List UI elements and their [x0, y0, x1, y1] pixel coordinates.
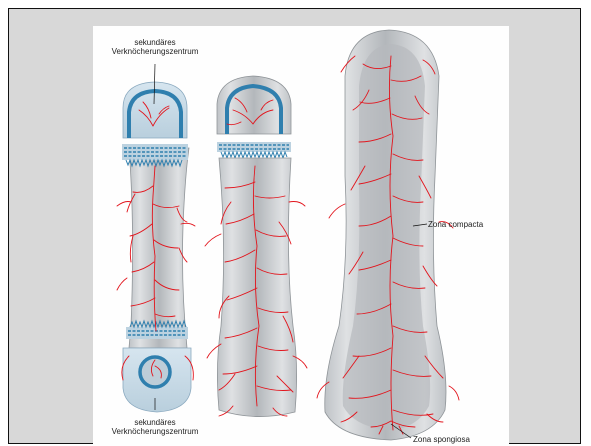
illustration-panel: sekundäres Verknöcherungszentrum sekundä…	[93, 26, 509, 446]
bone-middle-stage	[205, 76, 307, 417]
label-zona-spongiosa: Zona spongiosa	[413, 435, 470, 444]
figure-frame: sekundäres Verknöcherungszentrum sekundä…	[8, 8, 581, 444]
bone-adult-stage	[317, 30, 459, 440]
bone-1-shaft	[129, 148, 189, 348]
bone-2-growth-plate	[217, 142, 291, 152]
label-secondary-top-line2: Verknöcherungszentrum	[112, 47, 199, 56]
bone-ossification-diagram: sekundäres Verknöcherungszentrum sekundä…	[93, 26, 509, 446]
label-secondary-bottom-line2: Verknöcherungszentrum	[112, 427, 199, 436]
label-secondary-bottom-line1: sekundäres	[134, 418, 175, 427]
bone-1-secondary-ossification-center-bottom	[140, 357, 170, 387]
label-secondary-top-line1: sekundäres	[134, 38, 175, 47]
label-zona-compacta: Zona compacta	[428, 220, 484, 229]
bone-1-growth-plate-bottom	[126, 327, 188, 339]
bone-2-growth-plate-teeth	[221, 152, 287, 158]
bone-early-stage	[117, 82, 195, 412]
